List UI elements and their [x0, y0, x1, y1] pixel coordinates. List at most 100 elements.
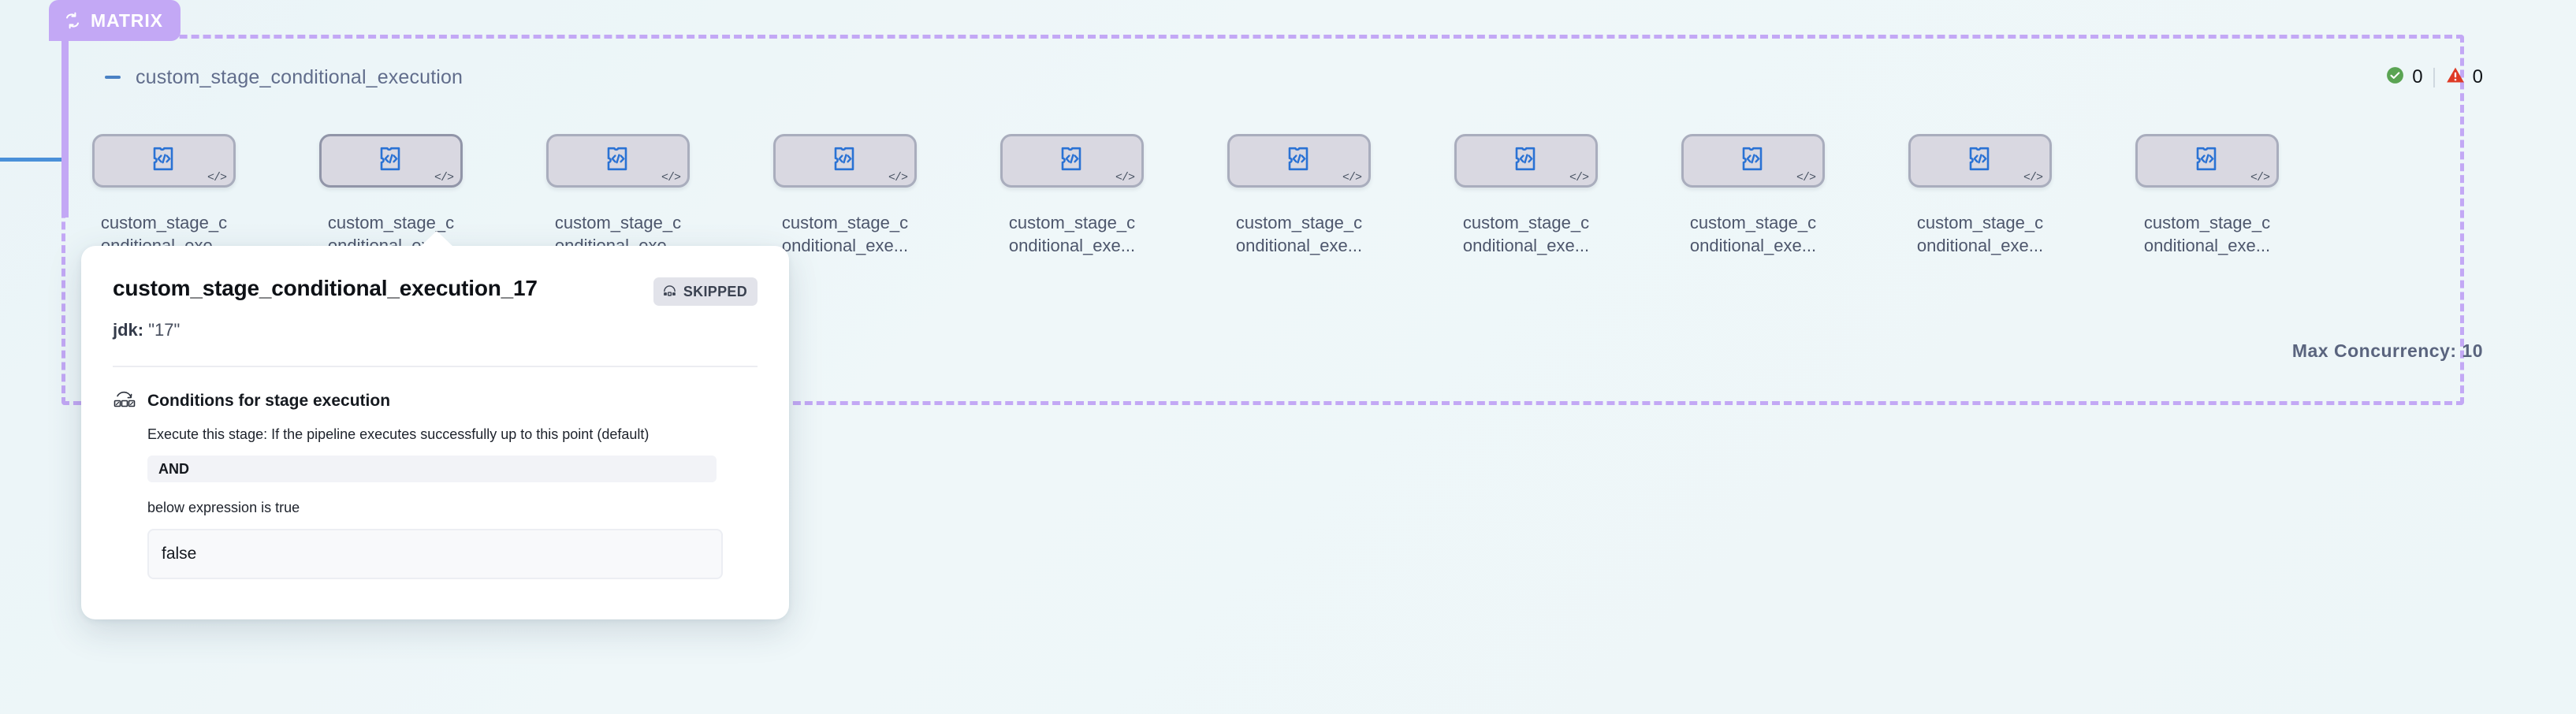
popover-parameter-value: "17"	[148, 320, 181, 340]
popover-title: custom_stage_conditional_execution_17	[113, 276, 538, 300]
loop-icon	[63, 11, 82, 30]
counter-divider	[2433, 67, 2435, 87]
popover-parameter: jdk: "17"	[113, 320, 758, 340]
success-counter: 0	[2385, 65, 2423, 89]
group-header: custom_stage_conditional_execution 0	[101, 58, 2483, 96]
puzzle-code-icon	[1964, 144, 1996, 178]
conditions-icon	[113, 388, 136, 414]
code-icon: </>	[1115, 171, 1135, 184]
status-badge: SKIPPED	[653, 277, 758, 306]
matrix-node-row: </> custom_stage_c onditional_exe... </> cus…	[92, 134, 2403, 323]
code-icon: </>	[888, 171, 908, 184]
conditions-heading: Conditions for stage execution	[147, 391, 391, 410]
code-icon: </>	[2250, 171, 2270, 184]
matrix-node-button[interactable]: </>	[319, 134, 463, 188]
matrix-node-label: custom_stage_c onditional_exe...	[2131, 211, 2283, 257]
matrix-node-label-line1: custom_stage_c	[1462, 213, 1590, 232]
matrix-node-5: </> custom_stage_c onditional_exe...	[991, 134, 1153, 257]
matrix-node-label-line1: custom_stage_c	[1916, 213, 2044, 232]
code-icon: </>	[1342, 171, 1362, 184]
puzzle-code-icon	[1283, 144, 1315, 178]
popover-arrow	[420, 231, 453, 247]
matrix-node-label-line1: custom_stage_c	[1235, 213, 1363, 232]
puzzle-code-icon	[1737, 144, 1769, 178]
matrix-node-label-line2: onditional_exe...	[1008, 236, 1136, 255]
matrix-node-label: custom_stage_c onditional_exe...	[1677, 211, 1829, 257]
matrix-node-9: </> custom_stage_c onditional_exe...	[1899, 134, 2061, 257]
matrix-node-label-line1: custom_stage_c	[327, 213, 455, 232]
matrix-node-label-line2: onditional_exe...	[2143, 236, 2271, 255]
conditions-operator: AND	[147, 456, 717, 482]
matrix-node-label-line1: custom_stage_c	[781, 213, 909, 232]
matrix-node-label-line2: onditional_exe...	[1689, 236, 1817, 255]
matrix-node-label: custom_stage_c onditional_exe...	[996, 211, 1148, 257]
warning-counter: 0	[2445, 65, 2483, 89]
matrix-node-1: </>custom_stage_conditional_exe...	[83, 134, 245, 257]
puzzle-code-icon	[2191, 144, 2223, 178]
code-icon: </>	[434, 171, 454, 184]
matrix-node-button[interactable]: </>	[773, 134, 917, 188]
matrix-node-label-line2: onditional_exe...	[1916, 236, 2044, 255]
code-icon: </>	[1796, 171, 1816, 184]
popover-conditions-section: Conditions for stage execution Execute t…	[81, 367, 789, 579]
puzzle-code-icon	[1510, 144, 1542, 178]
matrix-node-label: custom_stage_c onditional_exe...	[769, 211, 921, 257]
puzzle-code-icon	[602, 144, 634, 178]
conditions-description: Execute this stage: If the pipeline exec…	[147, 426, 650, 442]
success-count: 0	[2412, 66, 2423, 87]
matrix-node-4: </> custom_stage_c onditional_exe...	[764, 134, 926, 257]
page-title: custom_stage_conditional_execution	[136, 65, 463, 88]
popover-divider	[113, 366, 758, 367]
matrix-group-badge-label: MATRIX	[91, 9, 163, 31]
matrix-node-button[interactable]: </>	[1000, 134, 1144, 188]
expression-value-field[interactable]: false	[147, 529, 723, 579]
matrix-node-label-line1: custom_stage_c	[2143, 213, 2271, 232]
matrix-node-label: custom_stage_c onditional_exe...	[1450, 211, 1602, 257]
stage-details-popover: custom_stage_conditional_execution_17 SK…	[81, 231, 789, 619]
puzzle-code-icon	[829, 144, 861, 178]
expression-label: below expression is true	[147, 500, 300, 515]
matrix-node-10: </> custom_stage_c onditional_exe...	[2126, 134, 2288, 257]
popover-header: custom_stage_conditional_execution_17 SK…	[81, 246, 789, 367]
max-concurrency-label: Max Concurrency: 10	[2291, 340, 2483, 361]
matrix-node-label: custom_stage_c onditional_exe...	[1223, 211, 1375, 257]
status-badge-label: SKIPPED	[683, 283, 747, 299]
matrix-node-label-line2: onditional_exe...	[1462, 236, 1590, 255]
status-counters: 0 0	[2385, 65, 2483, 89]
matrix-node-label-line1: custom_stage_c	[100, 213, 228, 232]
skip-icon	[662, 283, 677, 300]
matrix-node-label-line2: onditional_exe...	[781, 236, 909, 255]
minus-icon[interactable]	[101, 65, 125, 89]
matrix-group-badge[interactable]: MATRIX	[49, 0, 181, 41]
matrix-node-label: custom_stage_c onditional_exe...	[1904, 211, 2056, 257]
matrix-node-button[interactable]: </>	[1454, 134, 1598, 188]
matrix-node-label-line1: custom_stage_c	[554, 213, 682, 232]
code-icon: </>	[661, 171, 681, 184]
matrix-node-label-line2: onditional_exe...	[1235, 236, 1363, 255]
code-icon: </>	[207, 171, 227, 184]
puzzle-code-icon	[148, 144, 180, 178]
matrix-node-button[interactable]: </>	[1908, 134, 2052, 188]
code-icon: </>	[1569, 171, 1589, 184]
matrix-node-6: </> custom_stage_c onditional_exe...	[1218, 134, 1380, 257]
matrix-node-label-line1: custom_stage_c	[1008, 213, 1136, 232]
matrix-group-container	[61, 35, 2464, 405]
matrix-node-button[interactable]: </>	[1681, 134, 1825, 188]
matrix-node-button[interactable]: </>	[1227, 134, 1371, 188]
matrix-node-3: </>custom_stage_conditional_exe...	[537, 134, 699, 257]
matrix-node-7: </> custom_stage_c onditional_exe...	[1445, 134, 1607, 257]
check-circle-icon	[2385, 65, 2405, 89]
puzzle-code-icon	[375, 144, 407, 178]
puzzle-code-icon	[1056, 144, 1088, 178]
matrix-node-button[interactable]: </>	[92, 134, 236, 188]
code-icon: </>	[2023, 171, 2043, 184]
incoming-edge-connector	[0, 158, 61, 162]
matrix-group-left-rail	[61, 35, 69, 218]
popover-parameter-key: jdk:	[113, 320, 144, 340]
matrix-node-button[interactable]: </>	[2135, 134, 2279, 188]
warning-count: 0	[2472, 66, 2483, 87]
matrix-node-label-line1: custom_stage_c	[1689, 213, 1817, 232]
matrix-node-button[interactable]: </>	[546, 134, 690, 188]
warning-triangle-icon	[2445, 65, 2466, 89]
